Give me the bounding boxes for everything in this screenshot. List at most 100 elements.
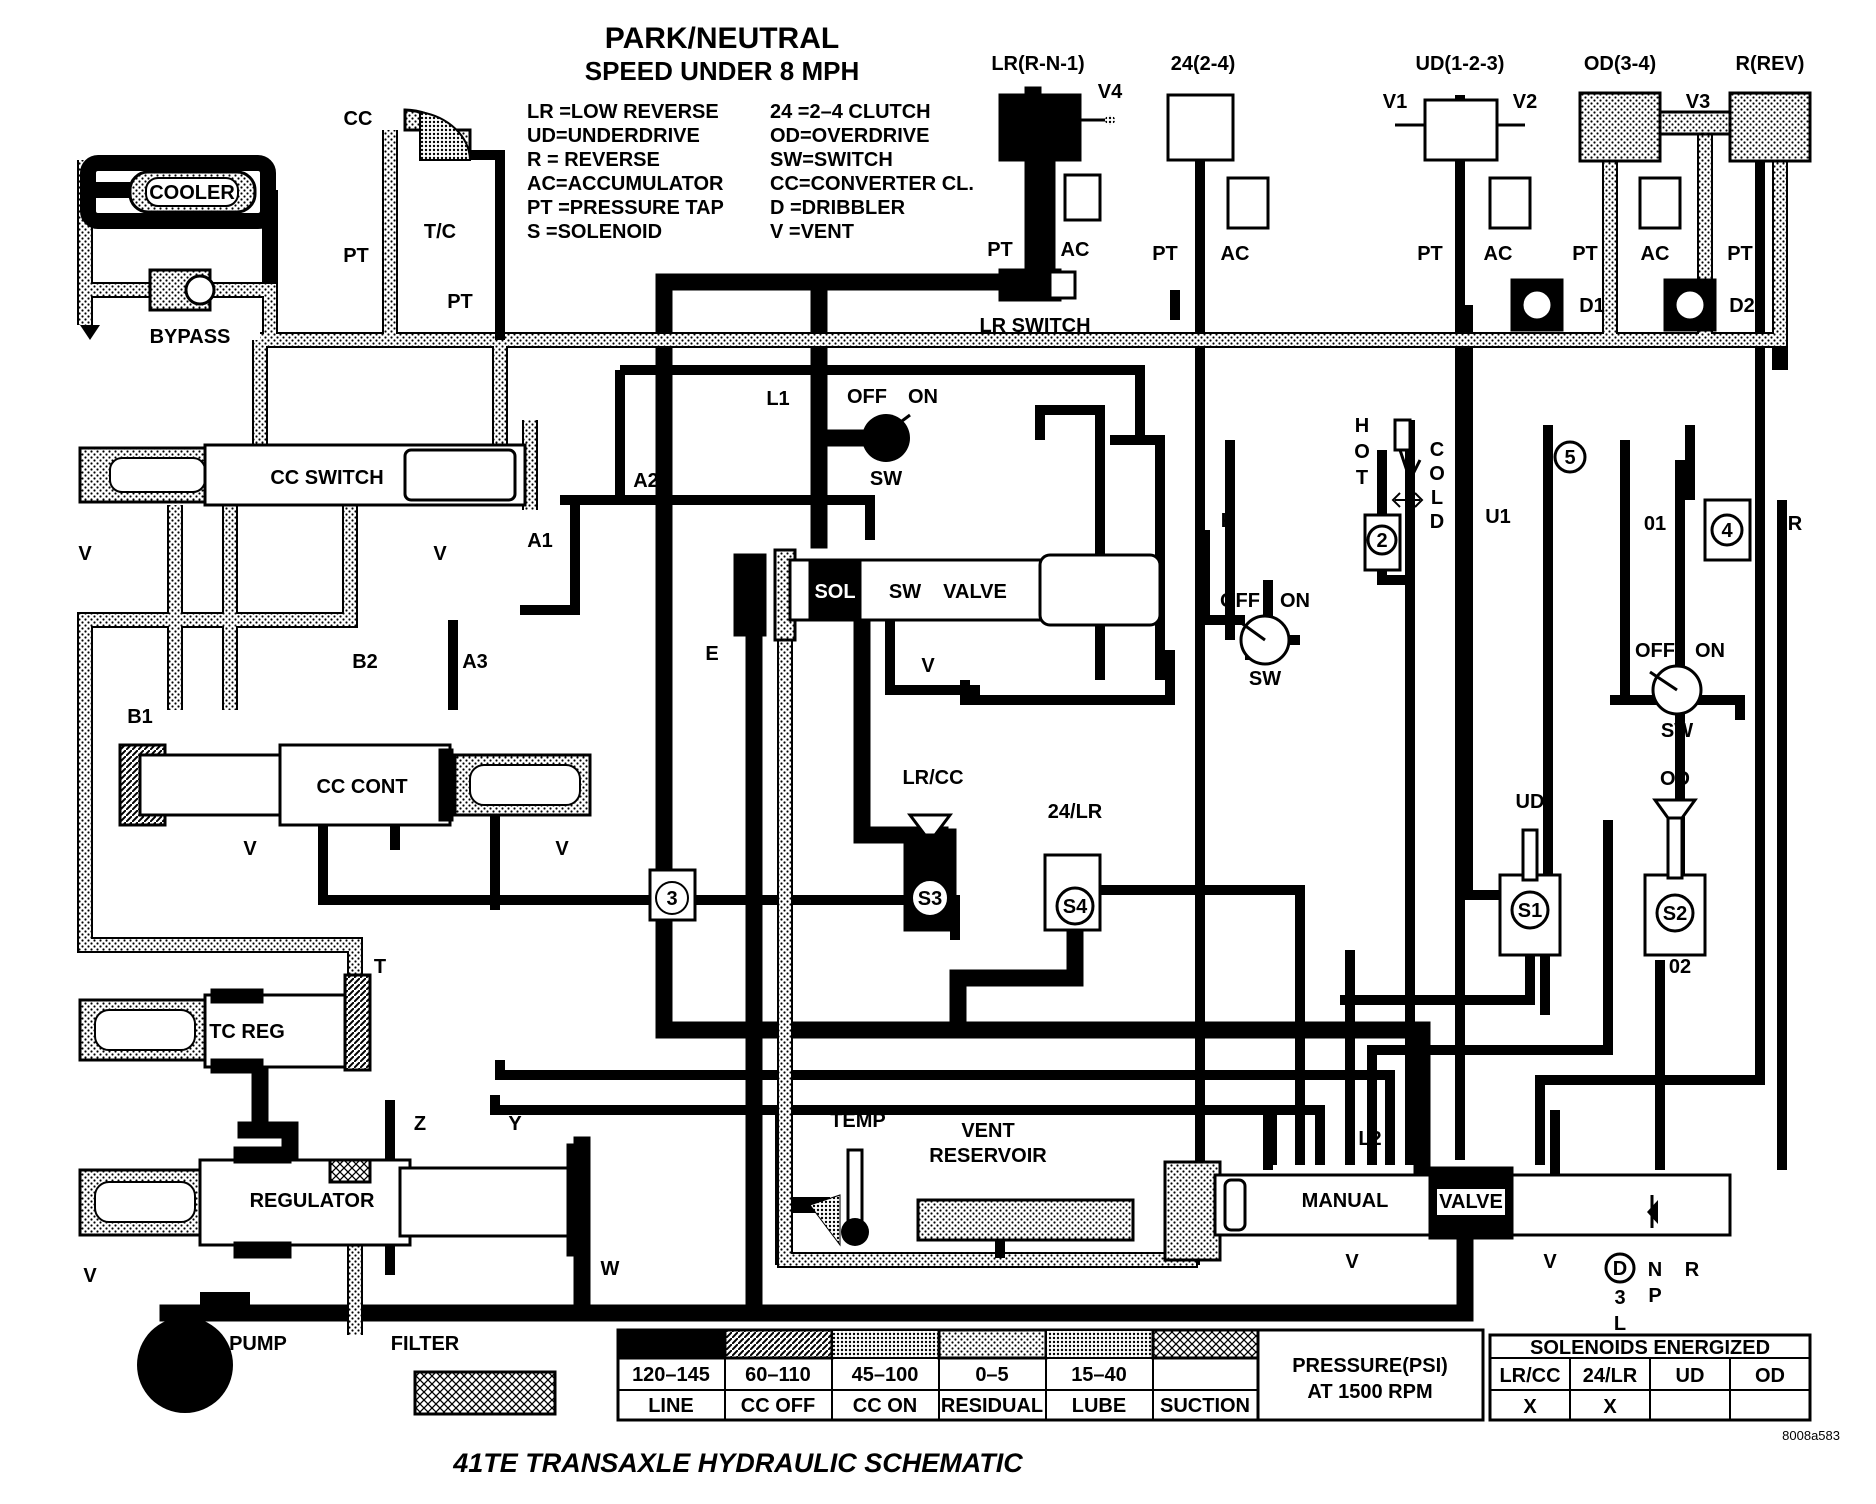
pump: PUMP xyxy=(137,1317,287,1413)
24-clutch-label: 24(2-4) xyxy=(1171,53,1235,75)
pt-label-ud: PT xyxy=(1417,243,1443,265)
sw-label-2: SW xyxy=(1249,668,1281,690)
pressure-value-2: 45–100 xyxy=(852,1364,919,1386)
pressure-switch-l1: OFF ON SW xyxy=(847,386,938,490)
b1-label: B1 xyxy=(127,706,153,728)
02-label: 02 xyxy=(1669,956,1691,978)
pressure-switch-24: OFF ON SW K xyxy=(1220,510,1310,690)
pt-label-od: PT xyxy=(1572,243,1598,265)
ac-label-ud: AC xyxy=(1484,243,1513,265)
gear-p: P xyxy=(1648,1285,1661,1307)
solenoid-state-0: X xyxy=(1523,1396,1537,1418)
ball-2-label: 2 xyxy=(1376,530,1387,552)
od-clutch-label: OD(3-4) xyxy=(1584,53,1656,75)
od-sol-label: OD xyxy=(1660,768,1690,790)
off-label-3: OFF xyxy=(1635,640,1675,662)
check-ball-2: 2 xyxy=(1363,513,1402,572)
on-label-1: ON xyxy=(908,386,938,408)
clutch-ud: UD(1-2-3) V1 V2 PT AC xyxy=(1383,53,1537,265)
tc-label: T/C xyxy=(424,221,456,243)
line-pressure-circuits xyxy=(159,86,1474,1322)
regulator-label: REGULATOR xyxy=(250,1190,375,1212)
pump-label: PUMP xyxy=(229,1333,287,1355)
vent-ccc-right: V xyxy=(555,838,569,860)
pressure-name-0: LINE xyxy=(648,1395,694,1417)
solenoid-s2: S2 OD 02 xyxy=(1643,768,1707,978)
temp-label: TEMP xyxy=(830,1110,886,1132)
lr-clutch-label: LR(R-N-1) xyxy=(991,53,1084,75)
y-label: Y xyxy=(508,1113,522,1135)
solenoid-header-1: 24/LR xyxy=(1583,1365,1638,1387)
solenoid-header-3: OD xyxy=(1755,1365,1785,1387)
legend-right-2: SW=SWITCH xyxy=(770,149,893,171)
ball-3-label: 3 xyxy=(666,888,677,910)
gear-3: 3 xyxy=(1614,1287,1625,1309)
legend-right-0: 24 =2–4 CLUTCH xyxy=(770,101,931,123)
pressure-name-2: CC ON xyxy=(853,1395,917,1417)
pressure-value-4: 15–40 xyxy=(1071,1364,1127,1386)
legend-left-4: PT =PRESSURE TAP xyxy=(527,197,724,219)
legend-right-5: V =VENT xyxy=(770,221,854,243)
solenoids-title: SOLENOIDS ENERGIZED xyxy=(1530,1337,1770,1359)
o1-label: 01 xyxy=(1644,513,1666,535)
clutch-od: OD(3-4) PT AC D1 xyxy=(1510,53,1682,332)
figure-id: 8008a583 xyxy=(1782,1428,1840,1443)
legend-left-5: S =SOLENOID xyxy=(527,221,662,243)
clutch-rev: R(REV) V3 PT D2 xyxy=(1658,53,1812,332)
legend-right-3: CC=CONVERTER CL. xyxy=(770,173,974,195)
cc-switch-valve: CC SWITCH V V A1 xyxy=(78,443,553,565)
drain-arrow-icon xyxy=(80,325,100,340)
24-lr-label: 24/LR xyxy=(1048,801,1103,823)
t-label: T xyxy=(374,956,386,978)
solenoid-header-0: LR/CC xyxy=(1499,1365,1560,1387)
pressure-value-1: 60–110 xyxy=(745,1364,811,1386)
cc-control-valve: CC CONT B1 B2 A3 V V xyxy=(118,651,592,860)
legend-left-0: LR =LOW REVERSE xyxy=(527,101,719,123)
pt-label-lr: PT xyxy=(987,239,1013,261)
cold-d: D xyxy=(1430,511,1444,533)
v1-label: V1 xyxy=(1383,91,1407,113)
ud-sol-label: UD xyxy=(1516,791,1545,813)
l2-label: L2 xyxy=(1358,1128,1381,1150)
gear-r: R xyxy=(1685,1259,1700,1281)
vent-ccc-left: V xyxy=(243,838,257,860)
pressure-value-0: 120–145 xyxy=(632,1364,710,1386)
k-label: K xyxy=(1221,510,1236,532)
solenoid-state-1: X xyxy=(1603,1396,1617,1418)
legend-right-4: D =DRIBBLER xyxy=(770,197,906,219)
manual-label: MANUAL xyxy=(1302,1190,1389,1212)
on-label-2: ON xyxy=(1280,590,1310,612)
pressure-name-3: RESIDUAL xyxy=(941,1395,1043,1417)
solenoid-s3: S3 LR/CC xyxy=(902,767,964,932)
sw-valve-label: SW xyxy=(889,581,921,603)
s1-label: S1 xyxy=(1518,900,1542,922)
v4-label: V4 xyxy=(1098,81,1123,103)
hot-h: H xyxy=(1355,415,1369,437)
clutch-24: 24(2-4) PT AC xyxy=(1152,53,1270,265)
tc-regulator-valve: TC REG T xyxy=(78,956,386,1074)
solenoid-header-2: UD xyxy=(1676,1365,1705,1387)
pressure-switch-od: OFF ON SW xyxy=(1635,640,1725,742)
solenoid-s4: S4 24/LR xyxy=(1043,801,1103,932)
caption: 41TE TRANSAXLE HYDRAULIC SCHEMATIC xyxy=(452,1448,1023,1478)
ac-label-od: AC xyxy=(1641,243,1670,265)
torque-converter: T/C CC PT PT xyxy=(343,108,505,340)
check-ball-4: 4 R xyxy=(1703,498,1803,562)
b2-label: B2 xyxy=(352,651,378,673)
l1-label: L1 xyxy=(766,388,789,410)
reservoir-label: RESERVOIR xyxy=(929,1145,1047,1167)
ac-label-24: AC xyxy=(1221,243,1250,265)
r-label: R xyxy=(1788,513,1803,535)
z-label: Z xyxy=(414,1113,426,1135)
thermal-valve: H O T C O L D U1 01 xyxy=(1354,415,1666,535)
filter-label: FILTER xyxy=(391,1333,460,1355)
s3-label: S3 xyxy=(918,888,942,910)
gear-l: L xyxy=(1614,1313,1626,1335)
cooler-label: COOLER xyxy=(149,182,235,204)
e-label: E xyxy=(705,643,718,665)
cc-switch-label: CC SWITCH xyxy=(270,467,383,489)
ud-clutch-label: UD(1-2-3) xyxy=(1416,53,1505,75)
